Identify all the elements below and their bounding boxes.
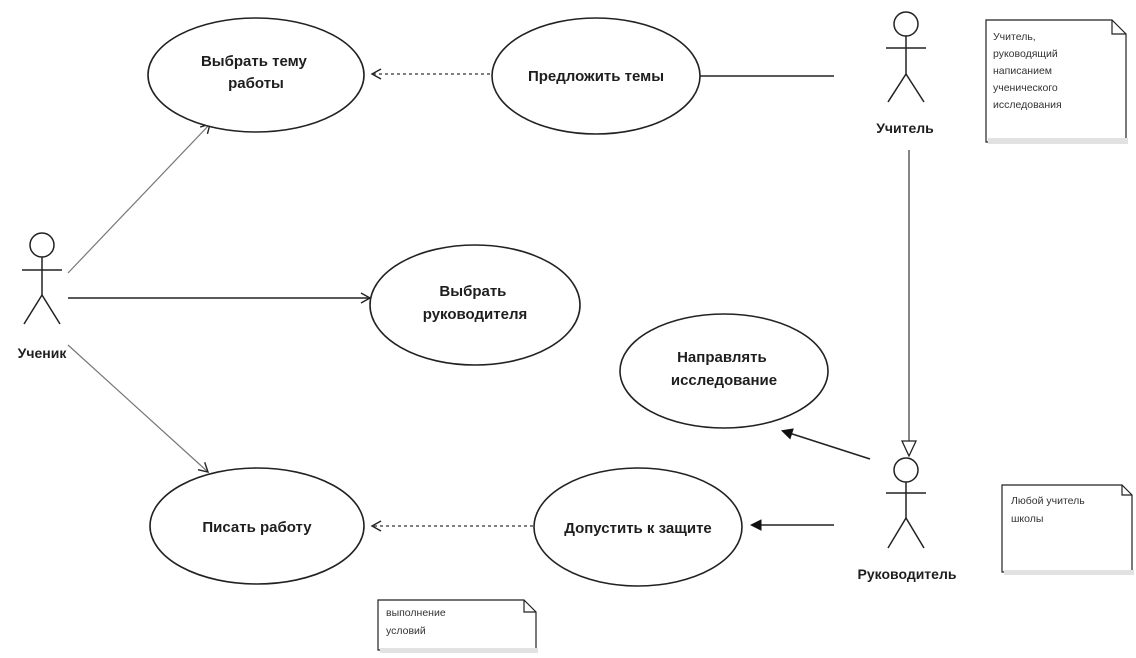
use-case-label-line: Выбрать тему (201, 53, 308, 70)
svg-text:Выбрать тему работы: Выбрать тему работы (201, 53, 311, 92)
use-case-label-line: руководителя (423, 306, 527, 323)
actor-label-student: Ученик (18, 345, 68, 361)
association-student-choose-topic (67, 122, 211, 274)
note-line: школы (1011, 513, 1043, 525)
use-case-guide-research: Направлять исследование (619, 313, 829, 429)
actor-label-teacher: Учитель (876, 120, 934, 136)
use-case-label-line: Выбрать (439, 283, 506, 300)
note-line: условий (386, 625, 426, 637)
use-case-label-line: работы (228, 75, 284, 92)
note-shadow (1004, 570, 1134, 575)
note-teacher: Учитель, руководящий написанием ученичес… (985, 19, 1128, 144)
svg-text:Направлять исследование: Направлять исследование (671, 349, 777, 389)
use-case-label-line: Допустить к защите (564, 520, 712, 537)
actor-supervisor: Руководитель (858, 457, 957, 582)
svg-text:Предложить темы: Предложить темы (528, 68, 664, 85)
svg-text:Выбрать руководителя: Выбрать руководителя (423, 283, 527, 323)
stick-figure-icon (886, 457, 926, 549)
note-line: руководящий (993, 48, 1058, 60)
stick-figure-icon (22, 232, 62, 325)
svg-text:выполнение условий: выполнение условий (386, 607, 449, 637)
note-line: Любой учитель (1011, 495, 1085, 507)
connectors (67, 68, 918, 532)
use-case-choose-topic: Выбрать тему работы (147, 17, 365, 133)
stick-figure-icon (886, 11, 926, 103)
note-line: выполнение (386, 607, 446, 619)
svg-text:Писать работу: Писать работу (202, 519, 312, 536)
note-shadow (988, 138, 1128, 144)
svg-text:Допустить к защите: Допустить к защите (564, 520, 712, 537)
actor-student: Ученик (18, 232, 68, 361)
svg-text:Любой учитель школы: Любой учитель школы (1011, 495, 1088, 525)
note-supervisor: Любой учитель школы (1001, 484, 1134, 575)
note-line: ученического (993, 82, 1058, 94)
use-case-propose-topics: Предложить темы (491, 17, 701, 135)
actor-teacher: Учитель (876, 11, 934, 136)
use-case-admit-defense: Допустить к защите (533, 467, 743, 587)
use-case-label-line: Писать работу (202, 519, 312, 536)
use-case-choose-supervisor: Выбрать руководителя (369, 244, 581, 366)
note-line: Учитель, (993, 31, 1036, 43)
note-line: написанием (993, 65, 1052, 77)
association-supervisor-guide-research (783, 431, 871, 460)
note-shadow (380, 648, 538, 653)
svg-text:Учитель, руководящий: Учитель, руководящий написанием ученичес… (993, 31, 1062, 111)
note-conditions: выполнение условий (377, 599, 538, 653)
use-case-label-line: исследование (671, 372, 777, 389)
use-case-label-line: Направлять (677, 349, 767, 366)
actor-label-supervisor: Руководитель (858, 566, 957, 582)
use-case-label-line: Предложить темы (528, 68, 664, 85)
association-student-write-work (67, 344, 210, 473)
note-line: исследования (993, 99, 1062, 111)
use-case-write-work: Писать работу (149, 467, 365, 585)
